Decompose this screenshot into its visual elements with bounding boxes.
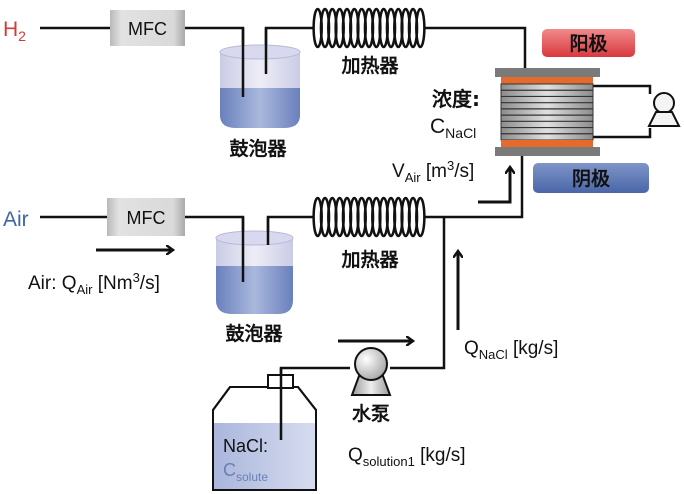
anode-label: 阳极 [569, 32, 608, 55]
pipe-heater-to-stack-bottom [424, 150, 524, 219]
pipe-heater-to-stack-top [424, 26, 527, 78]
stack-circuit-wire-bottom [588, 128, 652, 139]
air-flow-label: Air: QAir [Nm3/s] [28, 270, 160, 297]
concentration-symbol: CNaCl [430, 115, 476, 141]
pipe-pump-to-junction [390, 217, 446, 370]
mfc-top: MFC [110, 10, 185, 46]
tank-content-label: NaCl: [223, 436, 268, 456]
stack-circuit-wire [588, 84, 652, 94]
anode-badge: 阳极 [542, 29, 635, 57]
tank-concentration-label: Csolute [223, 460, 268, 484]
electrical-load-icon [647, 92, 681, 127]
heater-top-coil [312, 7, 426, 49]
flow-arrows [96, 168, 510, 341]
arrow-v-air [478, 168, 510, 204]
cathode-badge: 阴极 [533, 163, 649, 193]
bubbler-top-label: 鼓泡器 [229, 137, 287, 160]
heater-top-label: 加热器 [340, 54, 399, 77]
q-solution-label: Qsolution1 [kg/s] [348, 445, 466, 469]
heater-bottom-label: 加热器 [340, 248, 399, 271]
mfc-top-label: MFC [128, 19, 167, 39]
bubbler-bottom-label: 鼓泡器 [225, 322, 283, 345]
pump-label: 水泵 [352, 403, 390, 425]
air-label: Air [3, 208, 29, 231]
nacl-tank [212, 368, 317, 491]
mfc-bottom-label: MFC [127, 208, 166, 228]
coil-loop [415, 196, 426, 238]
h2-label: H2 [3, 18, 26, 44]
heater-bottom-coil [312, 196, 426, 238]
cathode-label: 阴极 [572, 167, 611, 190]
mfc-bottom: MFC [107, 198, 185, 236]
q-nacl-label: QNaCl [kg/s] [464, 338, 558, 362]
fuel-cell-stack [495, 68, 600, 156]
concentration-label: 浓度: [432, 87, 480, 111]
bubbler-top [219, 28, 301, 128]
coil-loop [415, 7, 426, 49]
pump-icon [350, 347, 392, 396]
bubbler-bottom [215, 217, 294, 314]
v-air-label: VAir [m3/s] [392, 158, 474, 185]
